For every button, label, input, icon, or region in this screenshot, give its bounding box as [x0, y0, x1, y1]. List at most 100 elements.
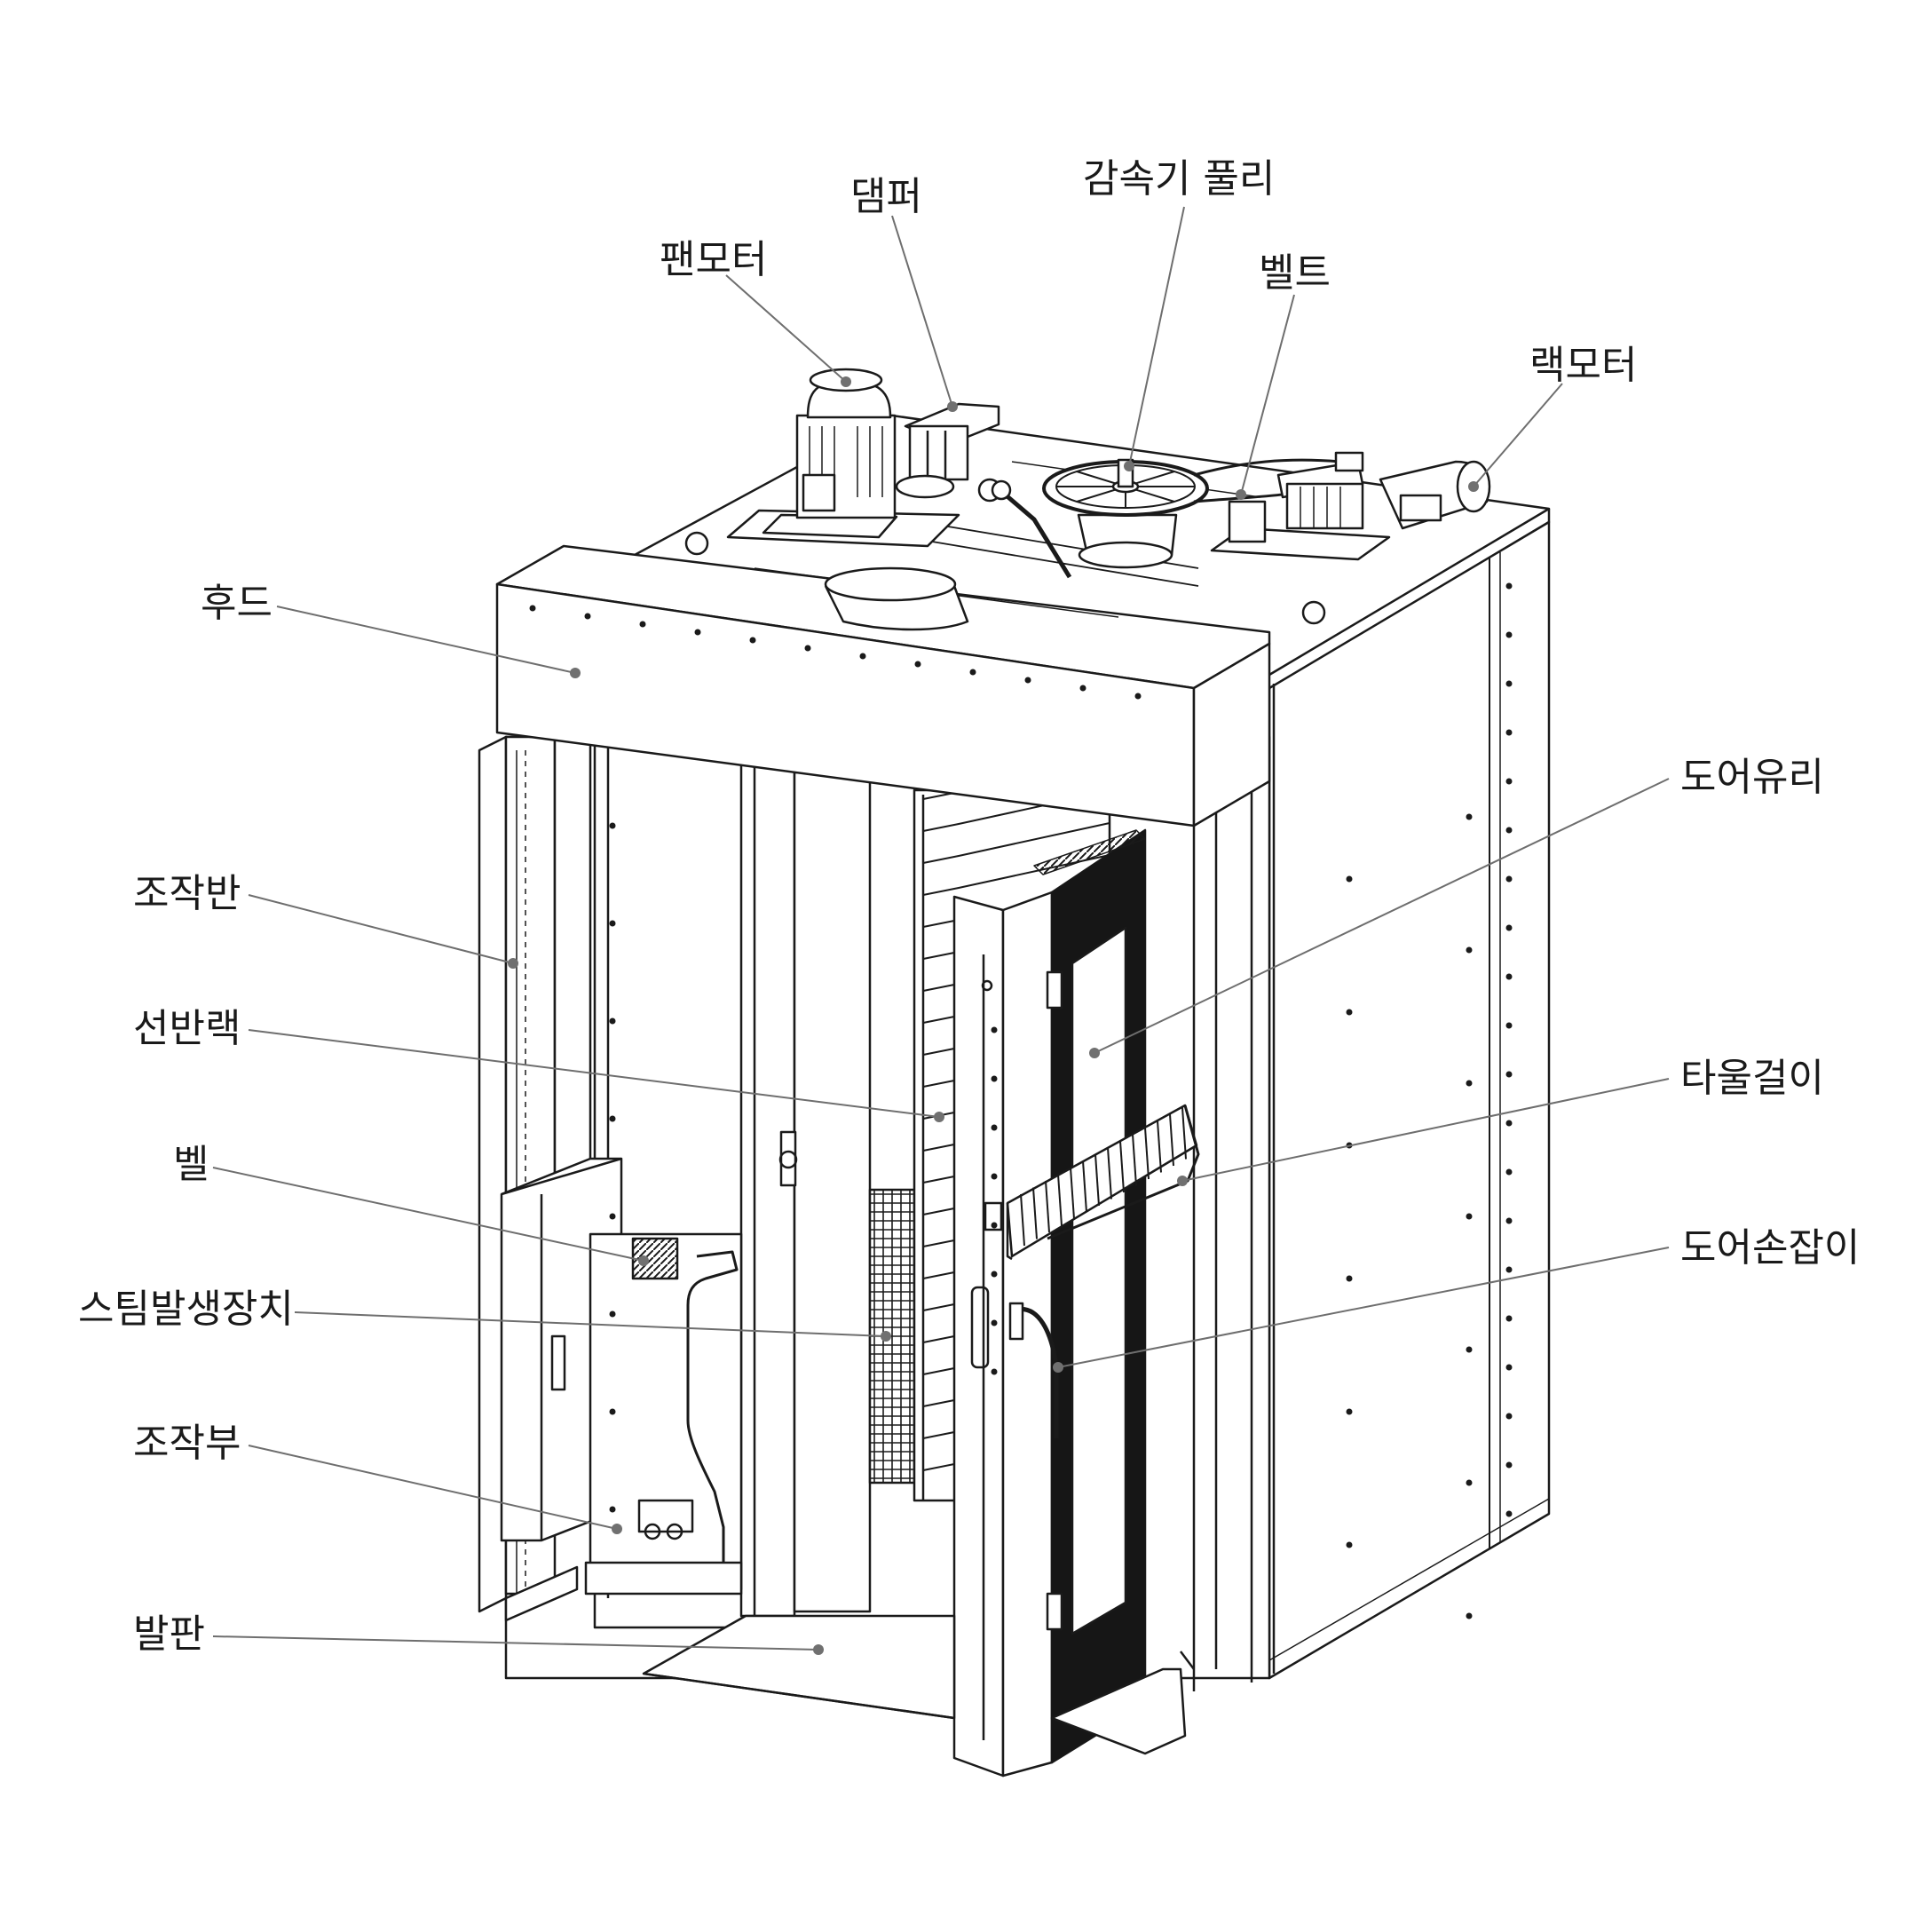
- label-steam-generator: 스팀발생장치: [78, 1287, 294, 1332]
- leader-dot-fan-motor: [841, 376, 851, 387]
- towel-hanger: [1006, 1104, 1200, 1261]
- leader-dot-shelf-rack: [934, 1112, 944, 1122]
- oven-right-side-wall: [1268, 520, 1551, 1680]
- towel-hanger-bar: [1082, 1160, 1087, 1213]
- rivet: [1466, 1612, 1473, 1619]
- towel-hanger-bar: [1107, 1147, 1112, 1200]
- rivet: [1505, 1168, 1513, 1176]
- leader-line-door-handle: [1057, 1247, 1670, 1368]
- rivet: [1346, 1275, 1353, 1282]
- label-damper: 댐퍼: [850, 174, 922, 219]
- shelf-line: [922, 822, 1110, 864]
- reducer-pulley: [1042, 458, 1209, 569]
- leader-line-hood: [276, 606, 576, 674]
- door-glass-window: [1071, 926, 1127, 1635]
- label-reducer-pulley: 감속기 풀리: [1083, 156, 1276, 202]
- leader-line-rack-motor: [1473, 383, 1563, 487]
- rivet: [1505, 1413, 1513, 1420]
- rivet: [859, 653, 866, 660]
- rivet: [991, 1271, 998, 1278]
- towel-hanger-bar: [1181, 1107, 1187, 1160]
- damper: [895, 402, 1000, 499]
- rivet: [694, 629, 701, 636]
- rivet: [1024, 677, 1031, 684]
- rivet: [991, 1124, 998, 1131]
- leader-line-reducer-pulley: [1128, 206, 1185, 467]
- leader-line-control-panel: [248, 894, 514, 964]
- leader-dot-steam-generator: [881, 1331, 891, 1342]
- rivet: [1466, 1080, 1473, 1087]
- rivet: [609, 1506, 616, 1513]
- leader-line-belt: [1240, 294, 1295, 495]
- leader-line-door-glass: [1094, 778, 1670, 1054]
- rivet: [1505, 875, 1513, 883]
- rivet: [1134, 693, 1142, 700]
- rivet: [1505, 778, 1513, 785]
- rivet: [749, 637, 756, 644]
- towel-hanger-bar: [1045, 1180, 1050, 1233]
- rivet: [991, 1319, 998, 1326]
- towel-hanger-bar: [1169, 1113, 1174, 1167]
- leader-dot-hood: [570, 668, 581, 678]
- rivet: [609, 920, 616, 927]
- label-fan-motor: 팬모터: [660, 237, 768, 282]
- rivet: [609, 1408, 616, 1415]
- rivet: [1505, 1022, 1513, 1029]
- leader-line-fan-motor: [725, 274, 847, 383]
- exhaust-collar: [824, 566, 969, 631]
- footboard: [642, 1614, 1195, 1755]
- rivet: [1346, 1541, 1353, 1548]
- rivet: [1505, 1120, 1513, 1127]
- label-footboard: 발판: [133, 1611, 205, 1657]
- label-towel-hanger: 타울걸이: [1680, 1056, 1824, 1101]
- towel-hanger-bar: [1094, 1153, 1100, 1207]
- rivet: [529, 605, 536, 612]
- leader-line-steam-generator: [294, 1311, 887, 1337]
- rivet: [1466, 1346, 1473, 1353]
- rivet: [1505, 1461, 1513, 1469]
- leader-line-bell: [212, 1167, 644, 1262]
- rivet: [1505, 680, 1513, 687]
- rivet: [1505, 1510, 1513, 1517]
- drive-pipe: [1001, 491, 1072, 579]
- label-door-glass: 도어유리: [1680, 755, 1824, 800]
- label-rack-motor: 랙모터: [1529, 343, 1638, 388]
- rivet: [804, 645, 811, 652]
- rivet: [914, 661, 921, 668]
- rivet: [1505, 924, 1513, 931]
- leader-dot-towel-hanger: [1177, 1176, 1188, 1186]
- label-door-handle: 도어손잡이: [1680, 1225, 1861, 1271]
- rivet: [1079, 685, 1086, 692]
- rivet: [1466, 1213, 1473, 1220]
- rivet: [609, 1017, 616, 1025]
- label-shelf-rack: 선반랙: [133, 1006, 241, 1051]
- leader-line-control-unit: [248, 1445, 618, 1530]
- rivet: [991, 1173, 998, 1180]
- rivet: [991, 1026, 998, 1033]
- rivet: [609, 1310, 616, 1318]
- towel-hanger-bar: [1157, 1120, 1162, 1173]
- rivet: [609, 822, 616, 829]
- rivet: [1505, 1315, 1513, 1322]
- towel-hanger-bar: [1020, 1193, 1025, 1247]
- leader-dot-control-panel: [508, 958, 518, 969]
- rivet: [1466, 813, 1473, 820]
- fan-motor: [726, 368, 960, 548]
- towel-hanger-bar: [1144, 1127, 1150, 1180]
- leader-dot-rack-motor: [1468, 481, 1479, 492]
- rivet: [1505, 582, 1513, 590]
- leader-dot-damper: [947, 401, 958, 412]
- leader-line-footboard: [212, 1635, 819, 1651]
- rivet: [1346, 875, 1353, 883]
- leader-dot-bell: [638, 1255, 649, 1266]
- rivet: [1505, 827, 1513, 834]
- towel-hanger-bar: [1032, 1187, 1038, 1239]
- rivet: [991, 1222, 998, 1229]
- oven-door: [952, 828, 1147, 1778]
- rivet: [991, 1368, 998, 1375]
- label-control-unit: 조작부: [133, 1421, 241, 1466]
- rivet: [991, 1075, 998, 1082]
- rivet: [584, 613, 591, 620]
